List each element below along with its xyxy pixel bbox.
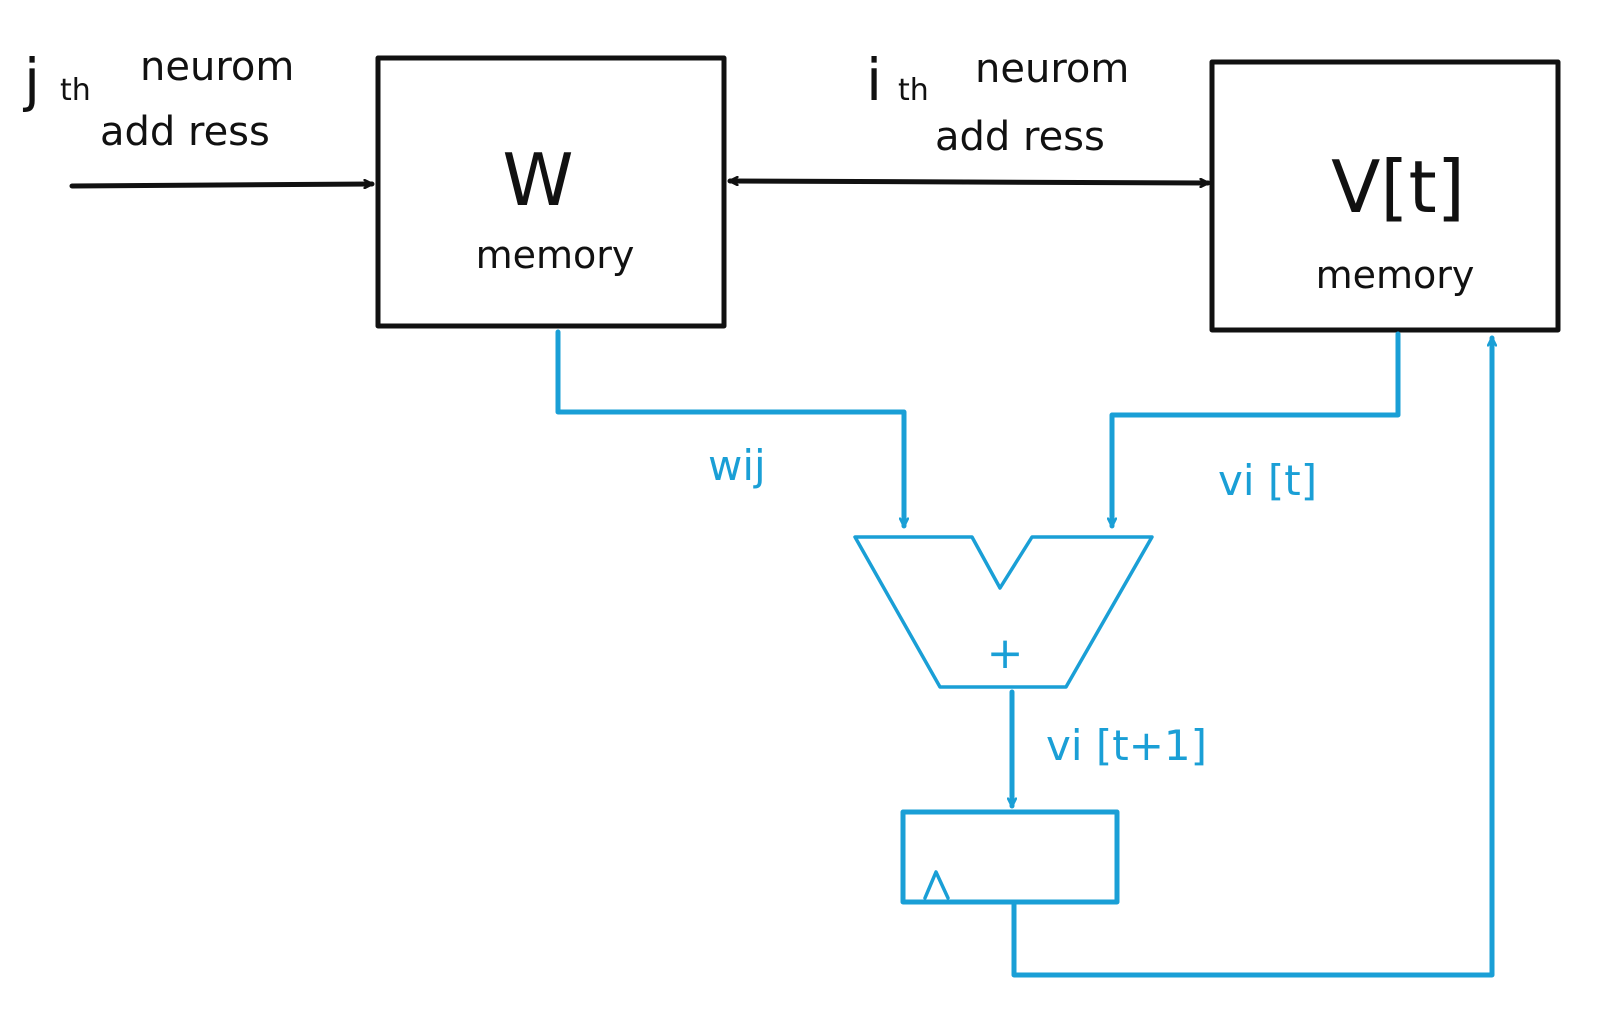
vi-t-signal-path (1112, 331, 1401, 529)
w-memory-block: W memory (375, 55, 727, 329)
v-memory-block: V[t] memory (1209, 59, 1561, 333)
adder-plus-symbol: + (987, 628, 1024, 679)
i-address-bidirectional-arrow (727, 181, 1211, 183)
vi-t-label: vi [t] (1218, 456, 1317, 505)
vi-t1-label: vi [t+1] (1046, 721, 1207, 770)
j-th-subscript: th (60, 73, 91, 108)
w-memory-title: W (502, 138, 573, 222)
j-address-arrow (69, 184, 375, 186)
v-memory-box (1209, 59, 1561, 333)
w-memory-subtitle: memory (476, 233, 635, 277)
w-memory-box (375, 55, 727, 329)
j-symbol: j (22, 46, 40, 114)
adder: + (853, 535, 1154, 689)
register (900, 809, 1120, 905)
register-clock-icon (923, 870, 950, 900)
i-address-word: add ress (935, 114, 1105, 160)
i-address-label: i th neurom add ress (866, 46, 1129, 160)
i-symbol: i (866, 46, 882, 114)
v-memory-title: V[t] (1331, 145, 1465, 229)
feedback-signal-path (1011, 335, 1492, 978)
adder-shape (853, 535, 1154, 689)
j-neuron-word: neurom (140, 44, 294, 90)
j-address-word: add ress (100, 109, 270, 155)
j-address-label: j th neurom add ress (22, 44, 294, 155)
wij-label: wij (708, 441, 766, 490)
i-th-subscript: th (898, 73, 929, 108)
register-box (900, 809, 1120, 905)
wij-signal-path (555, 329, 904, 529)
v-memory-subtitle: memory (1316, 253, 1475, 297)
i-neuron-word: neurom (975, 46, 1129, 92)
